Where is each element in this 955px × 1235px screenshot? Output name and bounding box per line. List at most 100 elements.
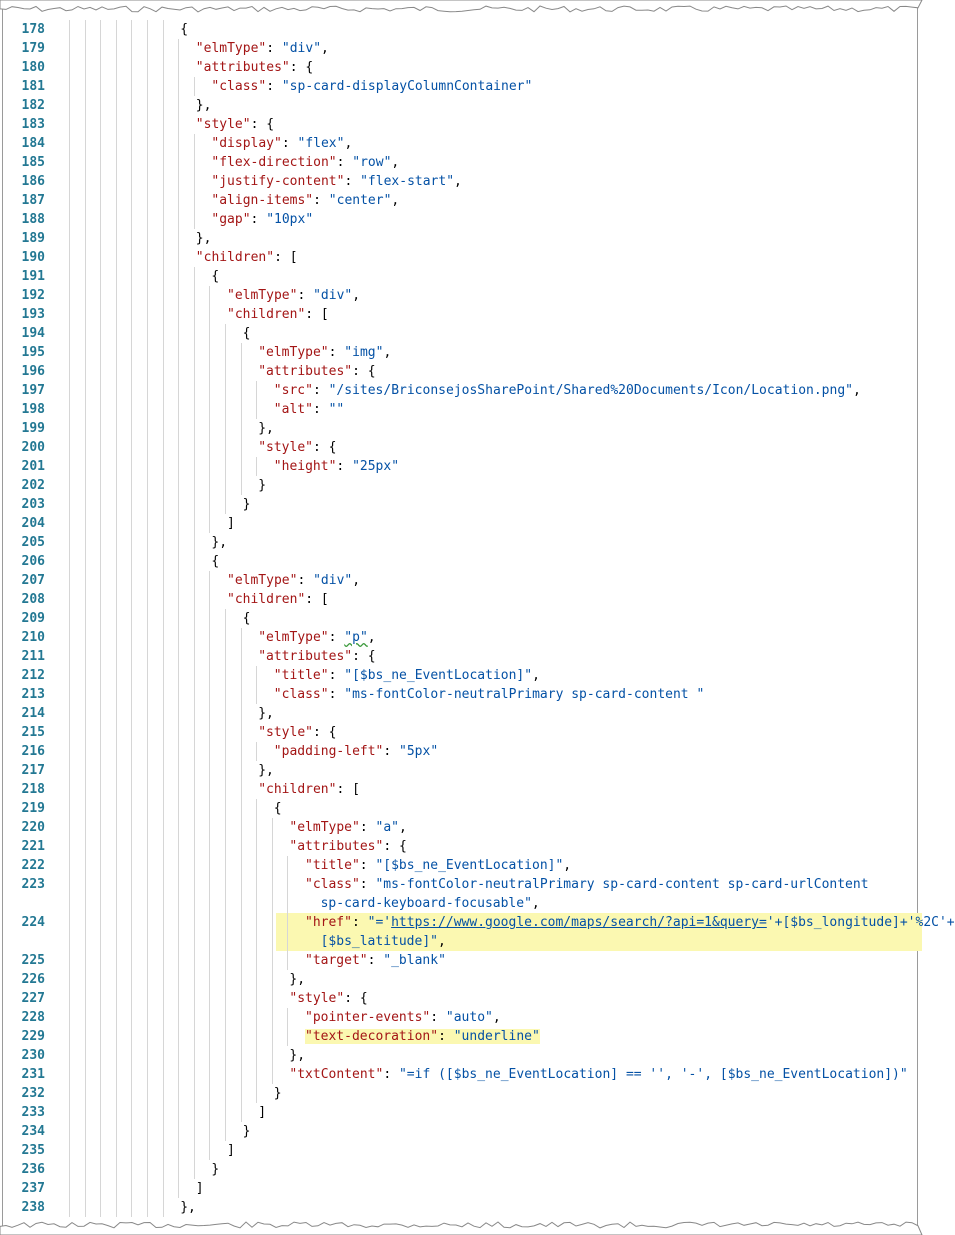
code-line[interactable]: 193"children": [ — [3, 305, 917, 324]
indent-guide — [178, 742, 180, 761]
indent-guide — [115, 1122, 117, 1141]
code-line[interactable]: 181"class": "sp-card-displayColumnContai… — [3, 77, 917, 96]
code-line[interactable]: 232} — [3, 1084, 917, 1103]
code-line[interactable]: 233] — [3, 1103, 917, 1122]
code-line[interactable]: 205}, — [3, 533, 917, 552]
code-line[interactable]: 223"class": "ms-fontColor-neutralPrimary… — [3, 875, 917, 913]
indent-guide — [162, 476, 164, 495]
code-line[interactable]: 198"alt": "" — [3, 400, 917, 419]
code-line[interactable]: 219{ — [3, 799, 917, 818]
code-line[interactable]: 190"children": [ — [3, 248, 917, 267]
code-line[interactable]: 182}, — [3, 96, 917, 115]
code-line[interactable]: 208"children": [ — [3, 590, 917, 609]
code-line[interactable]: 183"style": { — [3, 115, 917, 134]
code-line[interactable]: 217}, — [3, 761, 917, 780]
indent-guide — [69, 1084, 70, 1103]
code-line[interactable]: 195"elmType": "img", — [3, 343, 917, 362]
code-line[interactable]: 203} — [3, 495, 917, 514]
indent-guide — [69, 438, 70, 457]
code-line[interactable]: 222"title": "[$bs_ne_EventLocation]", — [3, 856, 917, 875]
code-line[interactable]: 196"attributes": { — [3, 362, 917, 381]
code-line[interactable]: 197"src": "/sites/BriconsejosSharePoint/… — [3, 381, 917, 400]
code-line[interactable]: 202} — [3, 476, 917, 495]
code-line[interactable]: 215"style": { — [3, 723, 917, 742]
indent-guide — [69, 229, 70, 248]
code-line[interactable]: 231"txtContent": "=if ([$bs_ne_EventLoca… — [3, 1065, 917, 1084]
code-line[interactable]: 194{ — [3, 324, 917, 343]
code-line[interactable]: 216"padding-left": "5px" — [3, 742, 917, 761]
json-punctuation: : — [266, 79, 282, 94]
indent-guide — [131, 1141, 133, 1160]
indent-guide — [115, 1065, 117, 1084]
code-line[interactable]: 184"display": "flex", — [3, 134, 917, 153]
code-line[interactable]: 214}, — [3, 704, 917, 723]
code-line[interactable]: 226}, — [3, 970, 917, 989]
code-line[interactable]: 224"href": "='https://www.google.com/map… — [3, 913, 955, 951]
indent-guide — [178, 419, 180, 438]
code-line[interactable]: 186"justify-content": "flex-start", — [3, 172, 917, 191]
code-line[interactable]: 185"flex-direction": "row", — [3, 153, 917, 172]
line-number: 187 — [21, 193, 45, 208]
indent-guide — [115, 685, 117, 704]
indent-guide — [115, 229, 117, 248]
code-line[interactable]: 234} — [3, 1122, 917, 1141]
indent-guide — [162, 837, 164, 856]
indent-guide — [115, 1160, 117, 1179]
code-line[interactable]: 191{ — [3, 267, 917, 286]
code-text: { — [243, 609, 251, 628]
code-line[interactable]: 178{ — [3, 20, 917, 39]
code-line[interactable]: 229"text-decoration": "underline" — [3, 1027, 917, 1046]
line-number: 207 — [21, 573, 45, 588]
code-line[interactable]: 189}, — [3, 229, 917, 248]
code-line[interactable]: 237] — [3, 1179, 917, 1198]
code-line[interactable]: 201"height": "25px" — [3, 457, 917, 476]
indent-guide — [162, 913, 164, 951]
code-line[interactable]: 187"align-items": "center", — [3, 191, 917, 210]
code-line[interactable]: 213"class": "ms-fontColor-neutralPrimary… — [3, 685, 917, 704]
indent-guide — [162, 1084, 164, 1103]
indent-guide — [147, 153, 148, 172]
code-line[interactable]: 220"elmType": "a", — [3, 818, 917, 837]
code-line[interactable]: 210"elmType": "p", — [3, 628, 917, 647]
code-text: "children": [ — [196, 248, 298, 267]
code-line[interactable]: 204] — [3, 514, 917, 533]
indent-guide — [209, 286, 211, 305]
code-text: "attributes": { — [258, 647, 375, 666]
indent-guide — [193, 552, 195, 571]
code-line[interactable]: 211"attributes": { — [3, 647, 917, 666]
indent-guide — [131, 115, 133, 134]
indent-guide — [193, 609, 195, 628]
code-line[interactable]: 188"gap": "10px" — [3, 210, 917, 229]
indent-guide — [162, 191, 164, 210]
code-editor[interactable]: 178{179"elmType": "div",180"attributes":… — [3, 20, 955, 1217]
indent-guide — [178, 96, 180, 115]
code-line[interactable]: 230}, — [3, 1046, 917, 1065]
indent-guide — [178, 628, 180, 647]
code-line[interactable]: 207"elmType": "div", — [3, 571, 917, 590]
code-line[interactable]: 225"target": "_blank" — [3, 951, 917, 970]
indent-guide — [225, 1065, 226, 1084]
code-line[interactable]: 227"style": { — [3, 989, 917, 1008]
code-line[interactable]: 221"attributes": { — [3, 837, 917, 856]
code-line[interactable]: 238}, — [3, 1198, 917, 1217]
code-line[interactable]: 236} — [3, 1160, 917, 1179]
code-line[interactable]: 209{ — [3, 609, 917, 628]
code-line[interactable]: 199}, — [3, 419, 917, 438]
code-line[interactable]: 228"pointer-events": "auto", — [3, 1008, 917, 1027]
code-line[interactable]: 235] — [3, 1141, 917, 1160]
code-line[interactable]: 179"elmType": "div", — [3, 39, 917, 58]
code-line[interactable]: 212"title": "[$bs_ne_EventLocation]", — [3, 666, 917, 685]
code-line[interactable]: 206{ — [3, 552, 917, 571]
indent-guide — [162, 799, 164, 818]
code-line[interactable]: 218"children": [ — [3, 780, 917, 799]
code-line[interactable]: 200"style": { — [3, 438, 917, 457]
indent-guide — [178, 134, 180, 153]
code-line[interactable]: 180"attributes": { — [3, 58, 917, 77]
indent-guide — [271, 1008, 273, 1027]
json-punctuation: : — [430, 1010, 446, 1025]
indent-guide — [147, 571, 148, 590]
indent-guide — [225, 609, 226, 628]
indent-guide — [131, 134, 133, 153]
code-line[interactable]: 192"elmType": "div", — [3, 286, 917, 305]
indent-guide — [209, 343, 211, 362]
